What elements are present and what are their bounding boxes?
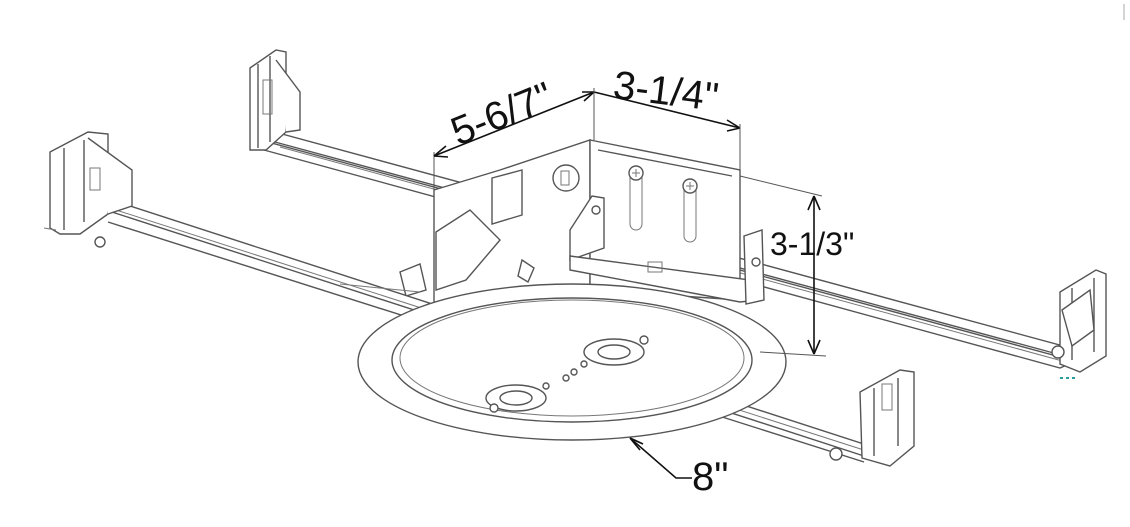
socket-left	[485, 382, 550, 413]
trim-ring	[357, 283, 787, 441]
keyhole-slots	[628, 165, 698, 243]
dimension-label-length: 5-6/7"	[445, 74, 559, 154]
dimension-label-diameter: 8"	[692, 455, 728, 499]
dimension-label-height: 3-1/3"	[770, 226, 854, 262]
dimension-lines	[433, 88, 827, 479]
socket-right	[580, 335, 649, 368]
knockout-circle	[552, 164, 580, 192]
bar-hanger-clip	[569, 195, 765, 305]
dimension-label-width: 3-1/4"	[611, 63, 721, 120]
